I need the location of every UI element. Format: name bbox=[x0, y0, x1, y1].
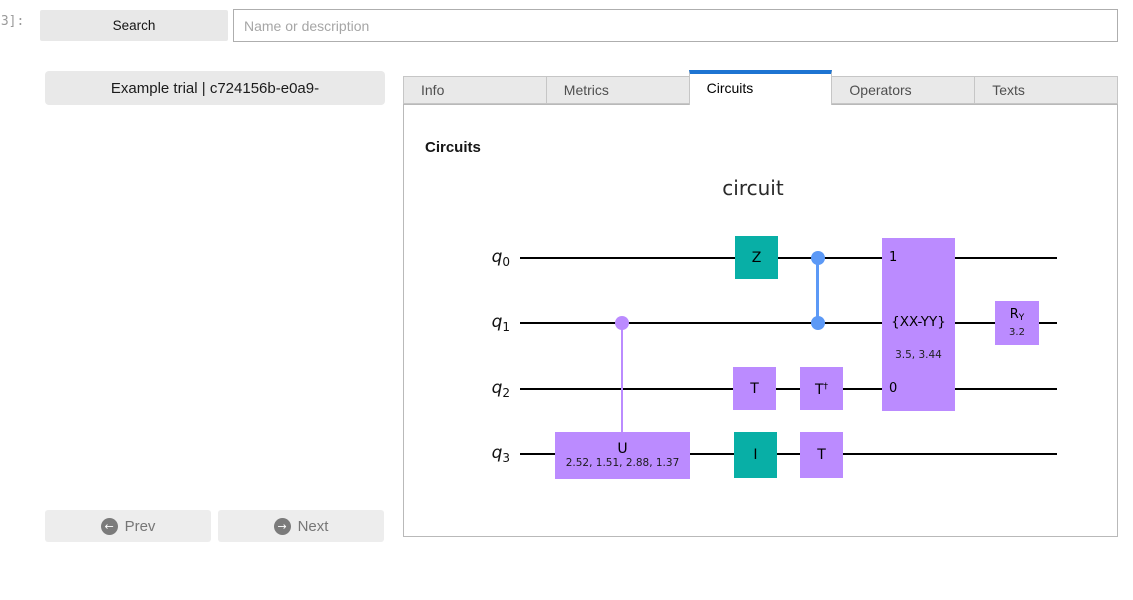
tab-metrics[interactable]: Metrics bbox=[545, 76, 690, 104]
cu-control-line bbox=[621, 323, 623, 433]
t-gate-q3: T bbox=[800, 432, 843, 478]
cell-execution-prompt: [3]: bbox=[0, 14, 25, 29]
trial-list-item-button[interactable]: Example trial | c724156b-e0a9- bbox=[45, 71, 385, 105]
next-button[interactable]: → Next bbox=[218, 510, 384, 542]
cz-line bbox=[816, 258, 819, 323]
tab-circuits[interactable]: Circuits bbox=[688, 70, 833, 105]
prev-label: Prev bbox=[124, 517, 156, 535]
qubit-label-q0: q0 bbox=[491, 247, 510, 269]
xxyy-wire-index-0: 0 bbox=[889, 381, 898, 396]
search-input[interactable] bbox=[233, 9, 1118, 42]
tab-operators[interactable]: Operators bbox=[831, 76, 976, 104]
prev-arrow-icon: ← bbox=[100, 517, 118, 535]
u-gate: U 2.52, 1.51, 2.88, 1.37 bbox=[555, 432, 690, 479]
next-arrow-icon: → bbox=[273, 517, 291, 535]
next-label: Next bbox=[297, 517, 329, 535]
circuit-title: circuit bbox=[722, 176, 784, 200]
qubit-wire-q0 bbox=[520, 257, 1057, 259]
xxyy-params: 3.5, 3.44 bbox=[895, 349, 942, 361]
xxyy-gate: 1 {XX-YY} 3.5, 3.44 0 bbox=[882, 238, 955, 411]
qubit-wire-q2 bbox=[520, 388, 1057, 390]
panel-heading: Circuits bbox=[425, 139, 481, 156]
cu-control-dot bbox=[615, 316, 629, 330]
xxyy-label: {XX-YY} bbox=[891, 314, 946, 330]
qubit-wire-q1 bbox=[520, 322, 1057, 324]
ry-gate: RY 3.2 bbox=[995, 301, 1039, 345]
tdg-gate: T† bbox=[800, 367, 843, 410]
qubit-label-q2: q2 bbox=[491, 378, 510, 400]
prev-button[interactable]: ← Prev bbox=[45, 510, 211, 542]
xxyy-wire-index-1: 1 bbox=[889, 250, 898, 265]
tab-texts[interactable]: Texts bbox=[974, 76, 1118, 104]
cz-dot-q1 bbox=[811, 316, 825, 330]
t-gate-q2: T bbox=[733, 367, 776, 410]
identity-gate: I bbox=[734, 432, 777, 478]
qubit-wire-q3 bbox=[520, 453, 1057, 455]
cz-dot-q0 bbox=[811, 251, 825, 265]
qubit-label-q3: q3 bbox=[491, 443, 510, 465]
search-button[interactable]: Search bbox=[40, 10, 228, 41]
z-gate: Z bbox=[735, 236, 778, 279]
qubit-label-q1: q1 bbox=[491, 312, 510, 334]
tab-info[interactable]: Info bbox=[403, 76, 547, 104]
tab-bar: Info Metrics Circuits Operators Texts bbox=[403, 70, 1118, 105]
